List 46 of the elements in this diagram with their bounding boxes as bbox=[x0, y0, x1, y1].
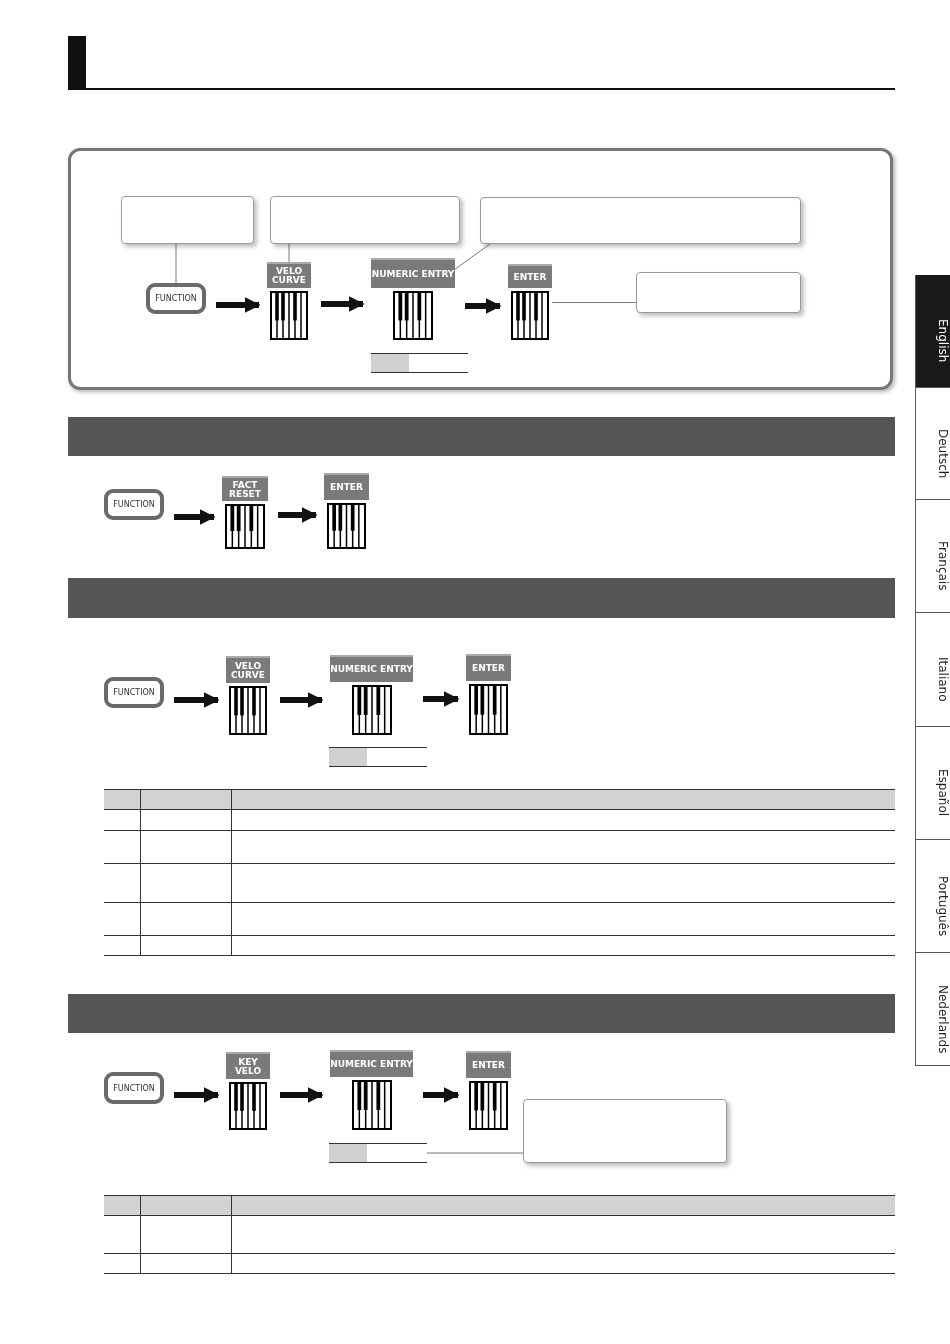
key-label: NUMERIC ENTRY bbox=[371, 258, 455, 288]
arrow bbox=[280, 1087, 324, 1103]
value-display bbox=[329, 747, 427, 767]
function-button: FUNCTION bbox=[104, 677, 164, 708]
leader-line bbox=[175, 243, 177, 284]
key-label: NUMERIC ENTRY bbox=[330, 1050, 413, 1077]
callout-box bbox=[523, 1099, 727, 1163]
value-display bbox=[329, 1143, 427, 1163]
key-label: VELO CURVE bbox=[267, 262, 311, 288]
language-tab: English bbox=[915, 275, 950, 388]
arrow bbox=[174, 1087, 220, 1103]
leader-line bbox=[454, 243, 491, 270]
key-label: NUMERIC ENTRY bbox=[330, 655, 413, 682]
language-tab: Français bbox=[915, 500, 950, 613]
arrow bbox=[465, 298, 502, 314]
language-tab: Português bbox=[915, 840, 950, 953]
arrow bbox=[174, 692, 220, 708]
arrow bbox=[216, 297, 261, 313]
function-button: FUNCTION bbox=[104, 1072, 164, 1104]
callout-box bbox=[480, 197, 801, 244]
arrow bbox=[423, 1087, 460, 1103]
arrow bbox=[278, 507, 318, 523]
key-label: ENTER bbox=[508, 264, 552, 288]
leader-line bbox=[426, 1152, 524, 1154]
key-label: ENTER bbox=[324, 473, 369, 500]
leader-line bbox=[551, 302, 637, 303]
callout-box bbox=[121, 196, 254, 244]
arrow bbox=[174, 509, 216, 525]
arrow bbox=[280, 692, 324, 708]
key-label: VELO CURVE bbox=[226, 656, 270, 683]
language-tab: Nederlands bbox=[915, 953, 950, 1066]
language-tab: Deutsch bbox=[915, 388, 950, 500]
callout-box bbox=[270, 196, 460, 244]
language-tab: Español bbox=[915, 727, 950, 840]
function-button: FUNCTION bbox=[146, 283, 206, 314]
key-label: FACT RESET bbox=[222, 476, 268, 501]
key-label: KEY VELO bbox=[226, 1052, 270, 1079]
key-label: ENTER bbox=[466, 654, 511, 681]
function-button: FUNCTION bbox=[104, 489, 164, 520]
leader-line bbox=[288, 243, 290, 263]
callout-box bbox=[636, 272, 801, 313]
arrow bbox=[321, 296, 365, 312]
key-label: ENTER bbox=[466, 1051, 511, 1078]
language-tab: Italiano bbox=[915, 613, 950, 727]
arrow bbox=[423, 691, 460, 707]
value-display bbox=[371, 353, 468, 373]
